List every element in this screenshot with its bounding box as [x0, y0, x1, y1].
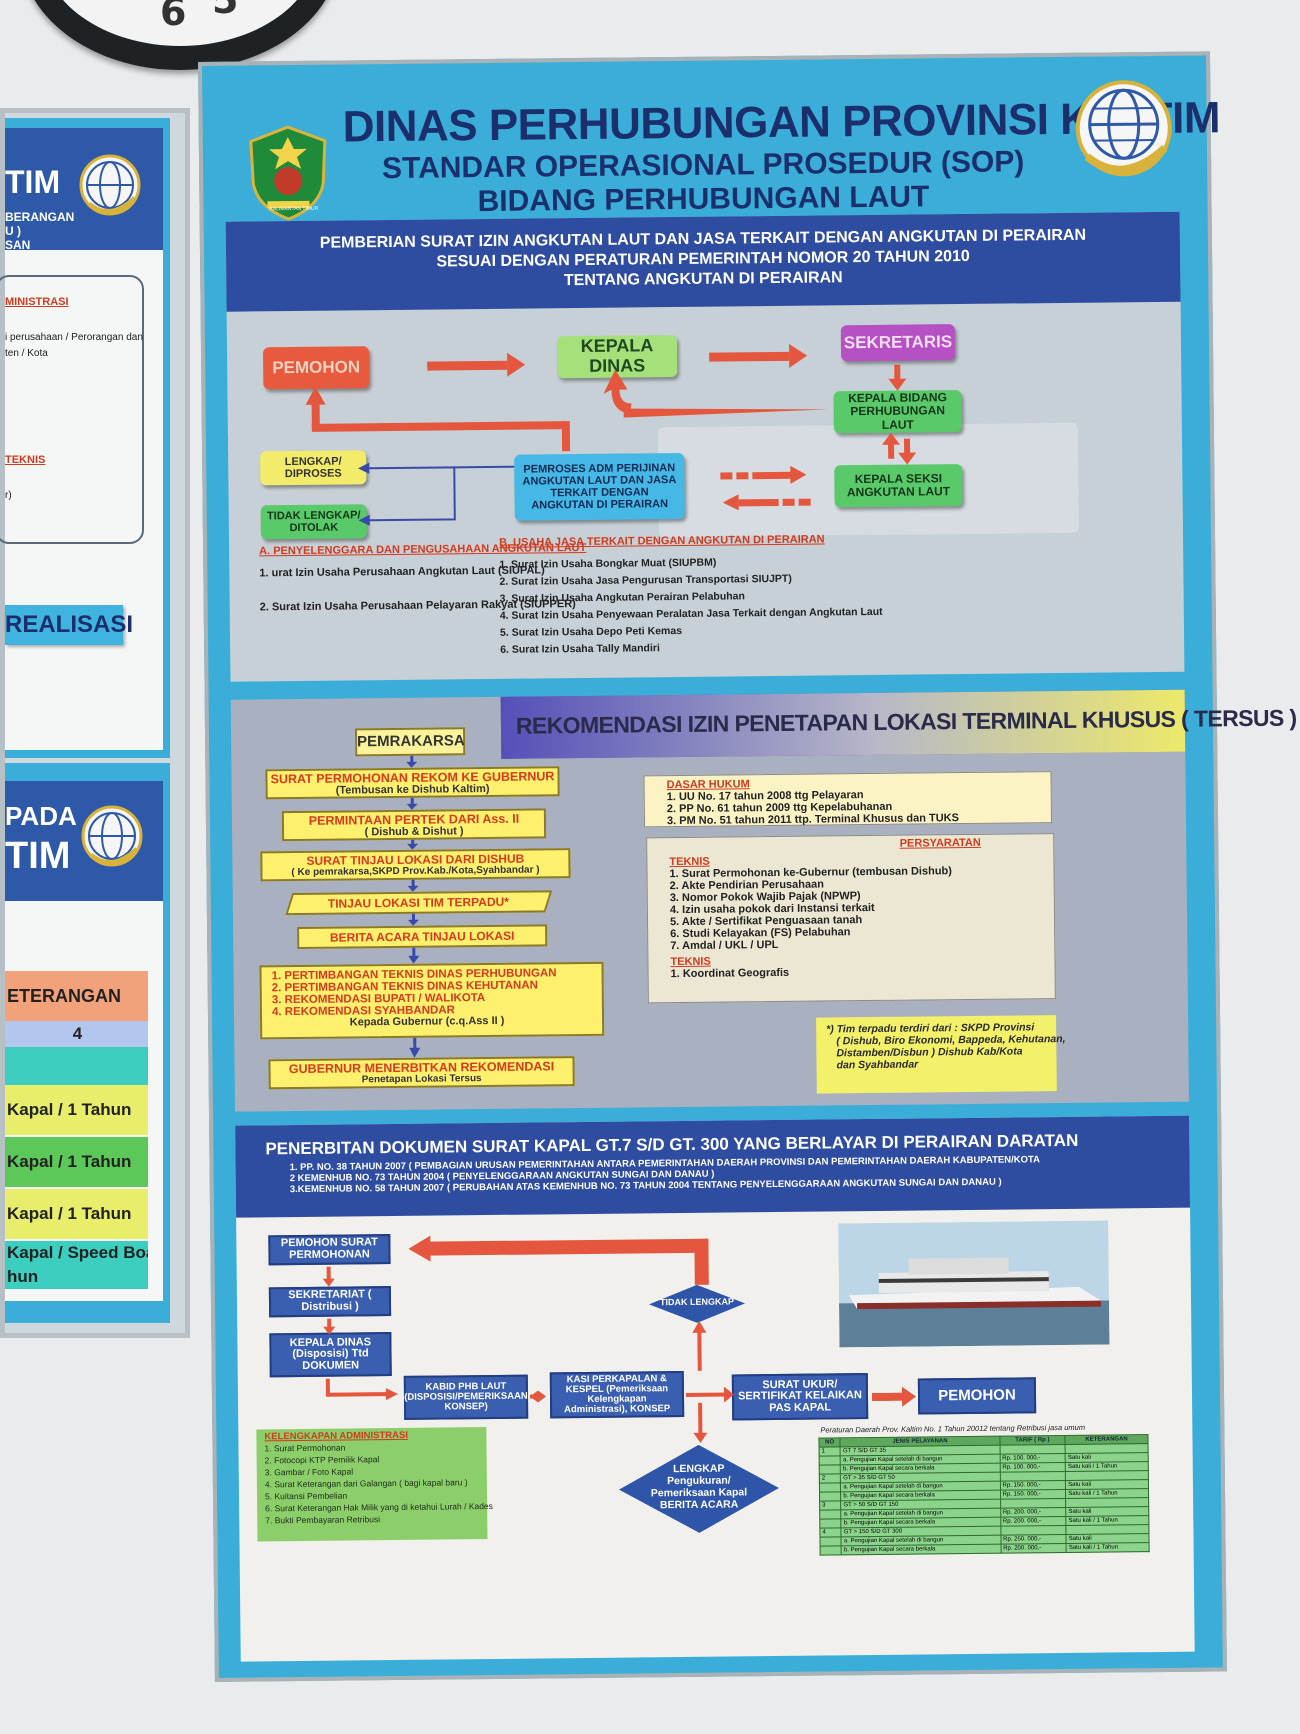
table-cell: 4: [819, 1527, 842, 1538]
persyaratan-panel: PERSYARATAN TEKNIS 1. Surat Permohonan k…: [646, 833, 1056, 1004]
left-poster-title: TIM: [5, 835, 71, 877]
globe-logo-icon: [1075, 80, 1172, 177]
tim-terpadu-note: *) Tim terpadu terdiri dari : SKPD Provi…: [816, 1015, 1066, 1094]
table-cell: [819, 1509, 842, 1520]
diamond-shape: [618, 1444, 779, 1533]
list-item: 5. Surat Izin Usaha Depo Peti Kemas: [499, 624, 683, 639]
left-text: ten / Kota: [5, 348, 48, 359]
left-red-text: TEKNIS: [5, 454, 46, 466]
kelengkapan-panel: KELENGKAPAN ADMINISTRASI 1. Surat Permoh…: [256, 1427, 493, 1542]
left-poster-header-1: TIM BERANGAN U ) SAN: [5, 128, 163, 252]
table-cell: [819, 1536, 842, 1547]
left-poster-sub: BERANGAN: [5, 210, 75, 224]
table-cell: Kapal / 1 Tahun: [5, 1189, 148, 1239]
table-cell: b. Pengujian Kapal secara berkala: [841, 1544, 1001, 1555]
left-poster-title: PADA: [5, 801, 77, 831]
list-item: 1. Surat Izin Usaha Bongkar Muat (SIUPBM…: [499, 556, 717, 571]
list-item: 7. Bukti Pembayaran Retribusi: [265, 1514, 381, 1526]
table-cell: [819, 1491, 841, 1502]
dasar-hukum-panel: DASAR HUKUM 1. UU No. 17 tahun 2008 ttg …: [643, 771, 1053, 828]
list-item: 7. Amdal / UKL / UPL: [670, 938, 779, 953]
table-cell: [819, 1482, 841, 1493]
section-surat-kapal: PENERBITAN DOKUMEN SURAT KAPAL GT.7 S/D …: [235, 1115, 1195, 1662]
clock-digit: 5: [212, 0, 239, 22]
province-emblem-icon: [249, 125, 327, 221]
globe-logo-icon: [81, 805, 143, 867]
left-poster-sub: SAN: [5, 238, 31, 252]
list-item: 6. Surat Izin Usaha Tally Mandiri: [500, 642, 660, 656]
left-poster: TIM BERANGAN U ) SAN MINISTRASI i perusa…: [0, 108, 190, 1338]
note-line: Distamben/Disbun ) Dishub Kab/Kota: [836, 1045, 1023, 1060]
list-item: 3. PM No. 51 tahun 2011 ttp. Terminal Kh…: [666, 812, 959, 828]
table-cell: Rp. 200. 000,-: [1000, 1543, 1067, 1554]
section-tersus: REKOMENDASI IZIN PENETAPAN LOKASI TERMIN…: [230, 689, 1297, 1112]
emblem-text: KALIMANTAN TIMUR: [269, 205, 319, 213]
left-text: r): [5, 490, 12, 501]
flow-arrows: [305, 343, 917, 526]
table-cell: 4: [5, 1021, 148, 1047]
list-item: 3. Surat Izin Usaha Angkutan Perairan Pe…: [499, 590, 745, 605]
note-line: dan Syahbandar: [836, 1058, 919, 1072]
keterangan-header: ETERANGAN: [5, 971, 148, 1021]
left-poster-body-1: MINISTRASI i perusahaan / Perorangan dan…: [0, 250, 163, 750]
table-cell: Kapal / 1 Tahun: [5, 1137, 148, 1187]
table-cell: Kapal / 1 Tahun: [5, 1085, 148, 1135]
persyaratan-title: PERSYARATAN: [899, 836, 981, 850]
tidak-lengkap-diamond: TIDAK LENGKAP: [649, 1284, 746, 1323]
left-poster-sub: U ): [5, 224, 21, 238]
tersus-flow-arrows: [406, 755, 421, 1058]
list-item: 1. Koordinat Geografis: [670, 966, 790, 981]
wall-clock: 6 5: [20, 0, 340, 70]
section-izin-angkutan: PEMBERIAN SURAT IZIN ANGKUTAN LAUT DAN J…: [225, 211, 1185, 682]
ferry-photo: [838, 1220, 1110, 1348]
table-cell: Kapal / Speed Boat: [5, 1241, 148, 1265]
left-text: i perusahaan / Perorangan dan: [5, 332, 143, 343]
realisasi-label: REALISASI: [5, 605, 133, 645]
tarif-table: NO JENIS PELAYANAN TARIF ( Rp ) KETERANG…: [818, 1434, 1150, 1556]
clock-digit: 6: [160, 0, 187, 34]
left-poster-body-2: ETERANGAN 4 Kapal / 1 Tahun Kapal / 1 Ta…: [5, 901, 163, 1301]
left-poster-title: TIM: [5, 164, 61, 200]
table-header: NO: [818, 1437, 841, 1448]
globe-logo-icon: [79, 154, 141, 216]
list-item: 4. Surat Keterangan dari Galangan ( bagi…: [264, 1477, 468, 1490]
table-cell: [820, 1545, 842, 1556]
table-cell: hun: [5, 1265, 148, 1289]
clock-face: 6 5: [42, 0, 318, 46]
list-item: 6. Surat Keterangan Hak Milik yang di ke…: [265, 1500, 493, 1514]
table-cell: [819, 1455, 841, 1466]
sop-poster: KALIMANTAN TIMUR DINAS PERHUBUNGAN PROVI…: [198, 51, 1297, 1682]
table-cell: 2: [819, 1473, 841, 1484]
table-cell: [819, 1464, 841, 1475]
left-poster-header-2: PADA TIM: [5, 781, 163, 901]
table-cell: [819, 1518, 842, 1529]
poster-title: DINAS PERHUBUNGAN PROVINSI KALTIM: [342, 93, 1221, 152]
table-cell: 1: [819, 1446, 841, 1457]
left-poster-panel: [0, 275, 144, 544]
table-cell: 3: [819, 1500, 842, 1511]
diamond-shape: [649, 1284, 746, 1323]
left-red-text: MINISTRASI: [5, 296, 69, 308]
table-cell: Satu kali / 1 Tahun: [1066, 1542, 1150, 1553]
surat-kapal-flow-arrows: [322, 1235, 917, 1443]
lengkap-diamond: LENGKAP Pengukuran/ Pemeriksaan Kapal BE…: [618, 1444, 780, 1534]
table-cell: [5, 1047, 148, 1085]
